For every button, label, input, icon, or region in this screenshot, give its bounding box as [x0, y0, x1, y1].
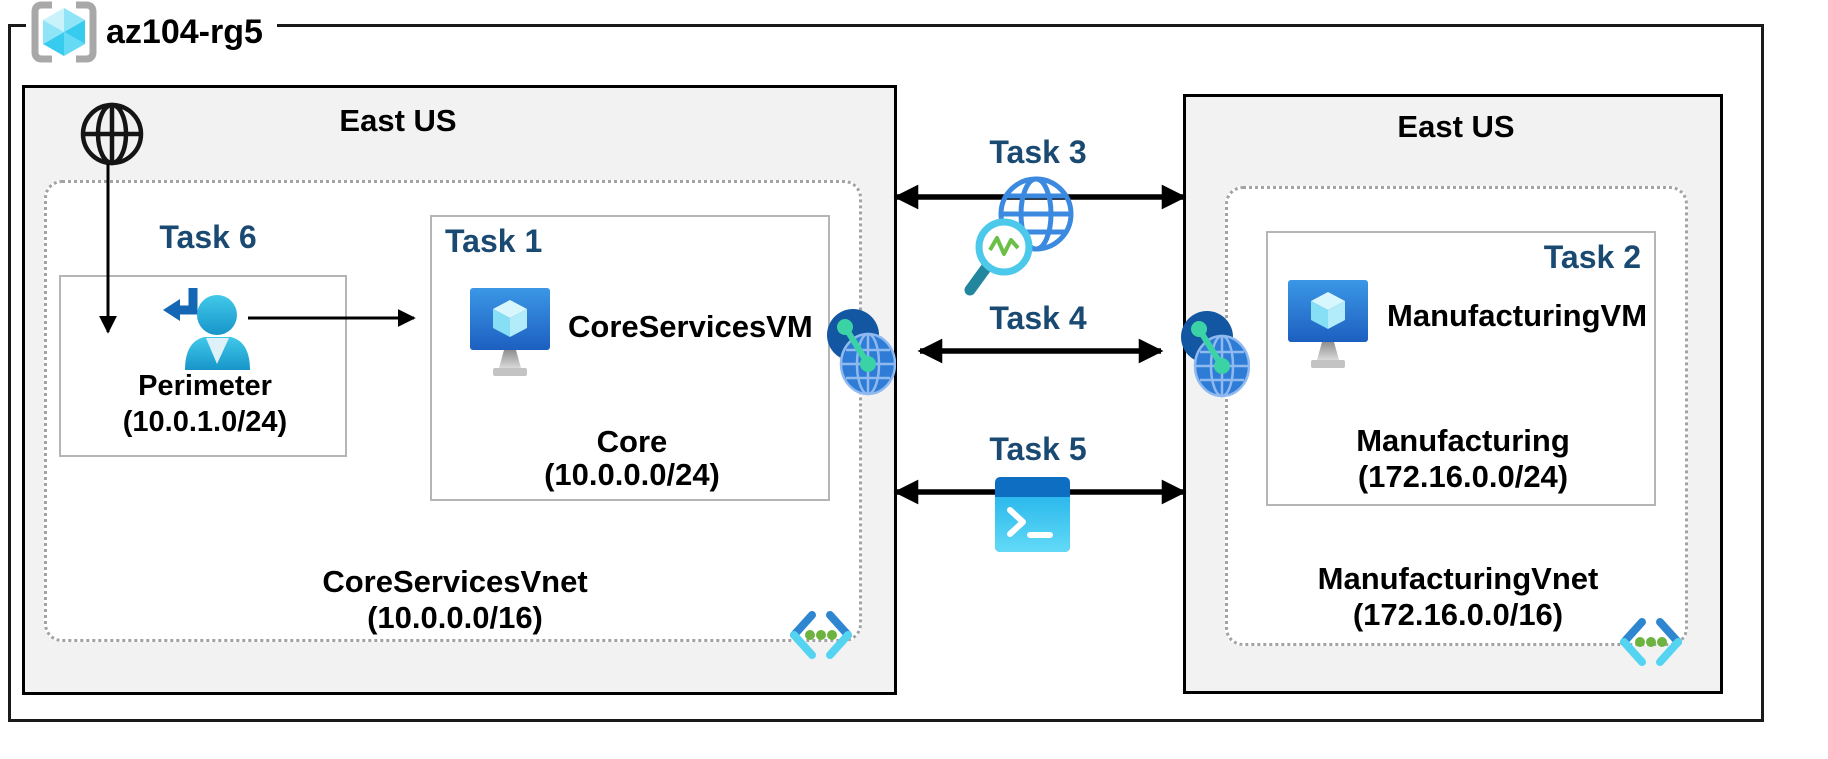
core-vm-name: CoreServicesVM	[568, 309, 813, 344]
core-subnet-cidr: (10.0.0.0/24)	[544, 457, 720, 492]
task1-label: Task 1	[445, 223, 543, 259]
task5-label: Task 5	[989, 431, 1087, 467]
virtual-network-icon	[785, 609, 857, 661]
virtual-network-icon	[1615, 616, 1687, 668]
task3-label: Task 3	[989, 134, 1087, 170]
left-region-title: East US	[339, 103, 457, 138]
resource-group-label: az104-rg5	[26, 0, 277, 64]
task2-label: Task 2	[1543, 239, 1641, 275]
manufacturing-vm-name: ManufacturingVM	[1387, 298, 1648, 333]
right-region-title: East US	[1397, 109, 1515, 144]
task2-manufacturing-box: Task 2	[1266, 231, 1656, 506]
virtual-machine-icon	[1288, 280, 1368, 377]
right-region-box: East US Task 2	[1183, 94, 1723, 694]
manufacturing-subnet-cidr: (172.16.0.0/24)	[1357, 459, 1569, 494]
user-inbound-icon	[159, 282, 253, 370]
right-vnet-name: ManufacturingVnet	[1317, 561, 1599, 596]
task4-label: Task 4	[989, 300, 1087, 336]
left-vnet-cidr: (10.0.0.0/16)	[367, 600, 543, 635]
virtual-machine-icon	[470, 288, 550, 385]
resource-group-border	[8, 24, 1764, 722]
core-subnet-name: Core	[596, 424, 668, 459]
task1-core-box: Task 1	[430, 215, 830, 501]
manufacturing-subnet-name: Manufacturing	[1356, 423, 1570, 458]
internet-globe-icon	[79, 101, 145, 167]
right-vnet-cidr: (172.16.0.0/16)	[1352, 597, 1564, 632]
vnet-peering-icon-right	[1180, 310, 1250, 398]
task6-label: Task 6	[159, 219, 257, 255]
resource-group-icon	[26, 0, 102, 64]
perimeter-subnet-box: Perimeter (10.0.1.0/24)	[59, 275, 347, 457]
cloud-shell-icon	[995, 477, 1070, 552]
left-region-box: East US Task 6 Perimet	[22, 85, 897, 695]
perimeter-subnet-name: Perimeter	[138, 370, 272, 402]
network-watcher-icon	[960, 170, 1080, 298]
perimeter-subnet-cidr: (10.0.1.0/24)	[122, 406, 288, 438]
vnet-peering-icon-left	[826, 308, 896, 396]
resource-group-name: az104-rg5	[102, 10, 273, 54]
left-vnet-name: CoreServicesVnet	[322, 564, 588, 599]
